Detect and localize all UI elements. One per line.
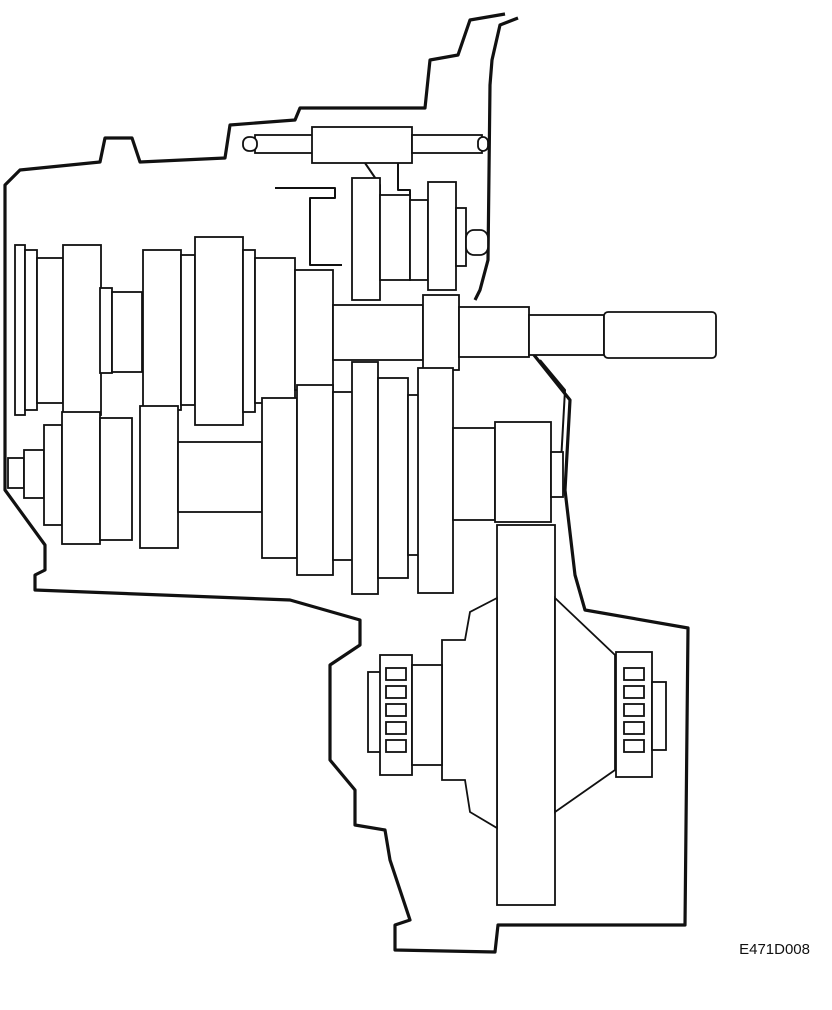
upper-synchro-gears	[351, 177, 489, 301]
left-tapered-bearing	[385, 667, 407, 753]
output-shaft	[332, 294, 717, 371]
transmission-housing	[3, 12, 690, 954]
shift-rail-assembly	[242, 126, 489, 266]
differential-assembly	[367, 524, 667, 906]
right-tapered-bearing	[623, 667, 645, 753]
countershaft-gear-stack	[7, 361, 564, 595]
figure-code: E471D008	[739, 941, 810, 958]
input-shaft-gear-stack	[14, 236, 334, 426]
